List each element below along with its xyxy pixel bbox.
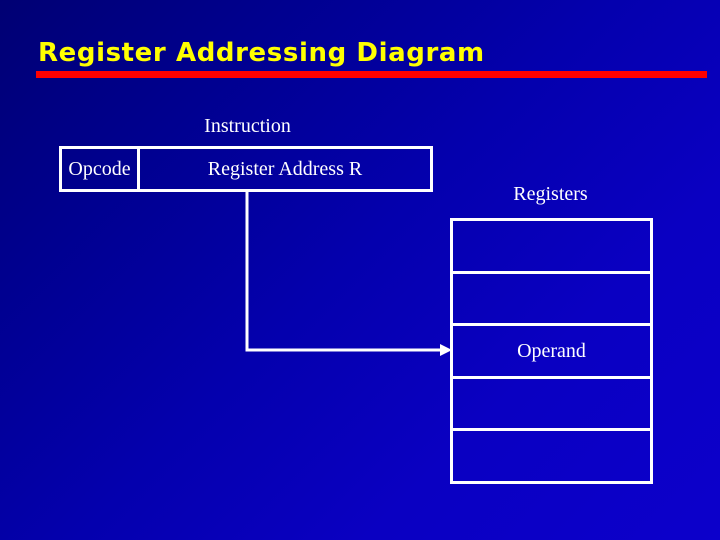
register-cell-operand-label: Operand <box>517 339 586 362</box>
instruction-field-opcode-label: Opcode <box>68 158 131 180</box>
instruction-field-opcode: Opcode <box>62 149 140 189</box>
register-cell <box>453 431 650 481</box>
register-cell <box>453 379 650 432</box>
instruction-label: Instruction <box>204 115 291 137</box>
instruction-field-register-address-label: Register Address R <box>207 158 363 180</box>
connector-arrow-path <box>245 192 444 352</box>
title-underline-rule <box>36 71 707 78</box>
instruction-field-register-address: Register Address R <box>140 149 430 189</box>
page-title: Register Addressing Diagram <box>38 38 485 68</box>
register-cell-operand: Operand <box>453 326 650 379</box>
instruction-box: Opcode Register Address R <box>59 146 433 192</box>
title-block: Register Addressing Diagram <box>36 38 708 82</box>
registers-label: Registers <box>513 183 588 205</box>
registers-box: Operand <box>450 218 653 484</box>
register-cell <box>453 221 650 274</box>
register-cell <box>453 274 650 327</box>
